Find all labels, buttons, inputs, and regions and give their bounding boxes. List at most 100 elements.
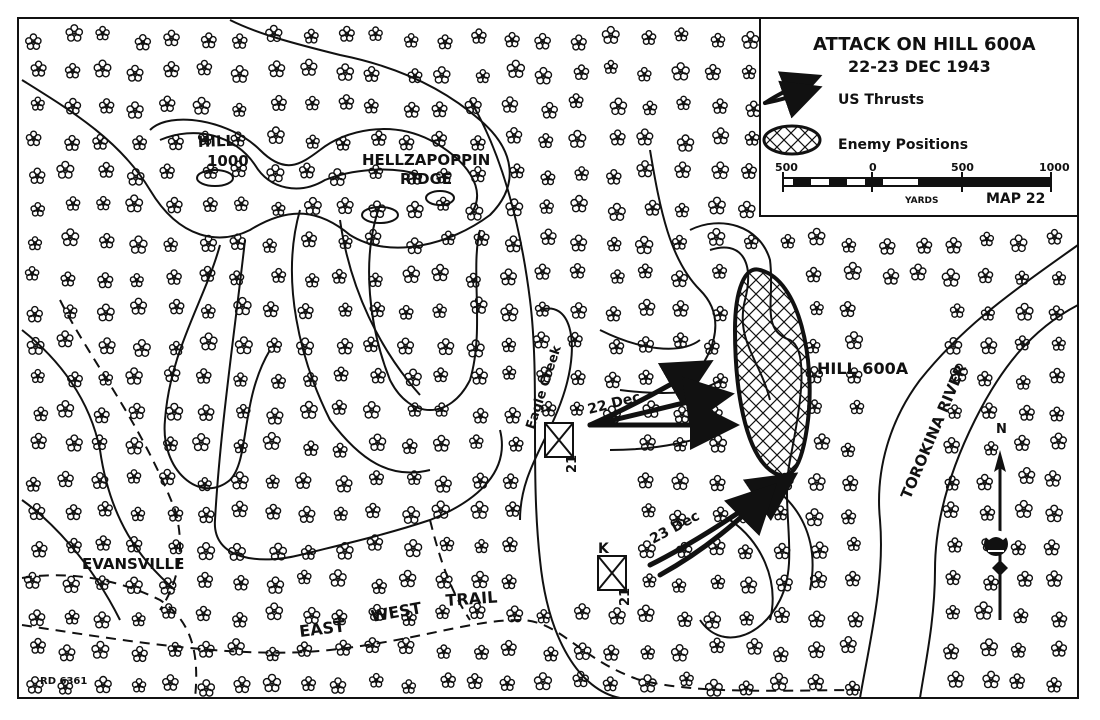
tree-icon: [570, 34, 587, 51]
tree-icon: [540, 228, 557, 245]
tree-icon: [30, 432, 47, 450]
tree-icon: [403, 33, 419, 48]
tree-icon: [125, 437, 144, 455]
tree-icon: [436, 644, 452, 659]
tree-icon: [501, 574, 517, 590]
tree-icon: [909, 263, 927, 281]
legend-enemy-position-symbol: [762, 124, 822, 156]
tree-icon: [24, 265, 40, 281]
tree-icon: [634, 235, 654, 255]
map-title: ATTACK ON HILL 600A: [813, 34, 1036, 55]
tree-icon: [30, 96, 45, 111]
tree-icon: [440, 672, 457, 688]
tree-icon: [398, 134, 415, 151]
tree-icon: [642, 573, 657, 588]
tree-icon: [262, 238, 277, 253]
tree-icon: [470, 367, 488, 385]
tree-icon: [844, 570, 861, 587]
tree-icon: [943, 643, 960, 660]
tree-icon: [499, 675, 516, 692]
tree-icon: [235, 403, 251, 419]
tree-icon: [471, 570, 489, 589]
tree-icon: [506, 605, 524, 623]
tree-icon: [332, 442, 348, 458]
evansville-label: EVANSVILLE: [82, 555, 184, 573]
scale-label-500-right: 500: [951, 161, 974, 174]
scale-units-label: YARDS: [904, 196, 939, 206]
tree-icon: [501, 337, 517, 353]
tree-icon: [539, 199, 554, 214]
tree-icon: [1043, 539, 1060, 556]
tree-icon: [1018, 404, 1035, 421]
tree-icon: [570, 302, 588, 319]
tree-icon: [25, 476, 41, 492]
tree-icon: [30, 60, 47, 77]
tree-icon: [197, 679, 216, 697]
tree-icon: [271, 267, 287, 283]
tree-icon: [949, 363, 969, 382]
tree-icon: [638, 298, 656, 316]
tree-icon: [437, 34, 453, 50]
tree-icon: [703, 611, 722, 629]
evansville-trail-branch: [21, 574, 198, 699]
tree-icon: [270, 94, 287, 112]
legend-enemy-positions-label: Enemy Positions: [838, 137, 968, 153]
tree-icon: [129, 297, 148, 315]
tree-icon: [570, 369, 586, 386]
tree-icon: [677, 611, 693, 628]
tree-icon: [163, 61, 180, 78]
tree-icon: [134, 34, 152, 51]
tree-icon: [807, 399, 822, 414]
tree-icon: [329, 677, 347, 694]
tree-icon: [297, 303, 314, 320]
tree-icon: [608, 607, 626, 625]
tree-icon: [977, 267, 994, 284]
tree-icon: [96, 195, 111, 211]
tree-icon: [466, 673, 483, 690]
scale-label-500-left: 500: [775, 161, 798, 174]
tree-icon: [943, 436, 961, 454]
tree-icon: [474, 644, 490, 660]
tree-icon: [846, 367, 863, 384]
tree-icon: [197, 130, 213, 146]
tree-icon: [298, 505, 316, 523]
tree-icon: [707, 227, 726, 246]
tree-icon: [609, 129, 626, 146]
tree-icon: [1014, 499, 1033, 519]
tree-icon: [231, 33, 248, 49]
tree-icon: [132, 135, 148, 151]
tree-icon: [506, 59, 526, 79]
tree-icon: [1009, 234, 1028, 253]
tree-icon: [62, 575, 80, 594]
unit-symbols: [544, 422, 627, 591]
tree-icon: [669, 509, 687, 527]
tree-icon: [269, 542, 288, 561]
tree-icon: [130, 506, 146, 522]
tree-icon: [192, 96, 211, 115]
tree-icon: [25, 130, 42, 147]
tree-icon: [166, 269, 182, 285]
tree-icon: [540, 400, 557, 417]
tree-icon: [844, 331, 864, 350]
us-thrusts: [587, 360, 799, 578]
tree-icon: [26, 336, 45, 355]
tree-icon: [741, 64, 757, 80]
tree-icon: [979, 638, 999, 657]
tree-icon: [64, 609, 80, 625]
tree-icon: [126, 101, 144, 119]
tree-icon: [129, 272, 144, 288]
tree-icon: [709, 637, 726, 654]
tree-icon: [160, 603, 177, 619]
tree-icon: [233, 372, 248, 387]
tree-icon: [840, 442, 856, 458]
legend-panel: ATTACK ON HILL 600A 22-23 DEC 1943 US Th…: [759, 17, 1079, 217]
tree-icon: [333, 506, 348, 521]
tree-icon: [435, 604, 450, 620]
tree-icon: [370, 367, 387, 384]
tree-icon: [439, 536, 455, 552]
tree-icon: [167, 641, 183, 657]
east-trail-branch: [429, 519, 471, 621]
tree-icon: [364, 637, 381, 654]
tree-icon: [536, 366, 553, 383]
tree-icon: [671, 270, 688, 288]
